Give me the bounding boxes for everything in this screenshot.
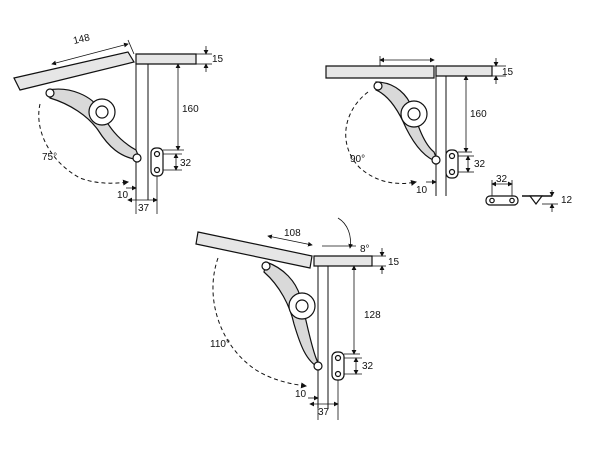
- plate-side-tab: [528, 195, 544, 205]
- view-110-degrees: 108 8° 15 128 32 110° 10 37: [195, 217, 400, 420]
- tilt-angle-arc: [337, 217, 354, 249]
- side-panel-top: [313, 255, 373, 267]
- dim-label-thickness: 15: [502, 67, 514, 78]
- dim-label-offset-small: 10: [117, 190, 129, 201]
- hinge-boss-inner: [95, 105, 109, 119]
- dim-label-offset-large: 37: [138, 203, 150, 214]
- dim-label-offset-large: 37: [318, 407, 330, 418]
- dim-label-spacing: 32: [180, 158, 192, 169]
- swing-arc: [38, 103, 129, 186]
- lower-pivot: [431, 155, 441, 165]
- mounting-plate-detail: 32 12: [485, 174, 573, 212]
- swing-arc: [345, 91, 417, 186]
- side-panel-top: [435, 65, 493, 77]
- dim-label-plate-height: 12: [561, 195, 573, 206]
- dim-label-spacing: 32: [474, 159, 486, 170]
- lid-pivot: [373, 81, 383, 91]
- dim-label-tilt-angle: 8°: [360, 244, 370, 255]
- bracket-hole-top: [334, 354, 342, 362]
- view-75-degrees: 148 15 160 32 75° 10 37: [13, 32, 224, 214]
- dim-label-hole-spacing: 32: [496, 174, 508, 185]
- bracket-hole-top: [153, 150, 161, 158]
- bracket-hole-bottom: [334, 370, 342, 378]
- lid-pivot: [261, 261, 271, 271]
- dim-label-offset-small: 10: [295, 389, 307, 400]
- mounting-bracket: [445, 149, 459, 179]
- plate-hole-right: [509, 197, 515, 204]
- lid-pivot: [45, 88, 55, 98]
- bracket-hole-top: [448, 152, 456, 160]
- dim-label-panel-length: 108: [284, 228, 301, 239]
- angle-label: 90°: [350, 154, 365, 165]
- hinge-boss-inner: [407, 107, 421, 121]
- dim-label-spacing: 32: [362, 361, 374, 372]
- plate-hole-left: [489, 197, 495, 204]
- lid-panel: [195, 231, 313, 269]
- angle-label: 75°: [42, 152, 57, 163]
- hinge-boss-inner: [295, 299, 309, 313]
- dim-line-panel-length: [267, 234, 313, 247]
- view-90-degrees: 15 160 32 90° 10: [325, 56, 514, 196]
- dim-line-panel-length: [51, 42, 129, 66]
- lid-panel: [13, 51, 135, 91]
- bracket-hole-bottom: [448, 168, 456, 176]
- dim-label-offset-small: 10: [416, 185, 428, 196]
- hinge-arm: [47, 88, 141, 161]
- dim-label-height: 128: [364, 310, 381, 321]
- side-panel-top: [135, 53, 197, 65]
- bracket-hole-bottom: [153, 166, 161, 174]
- plate-top-view: [485, 195, 519, 206]
- swing-arc: [212, 257, 307, 389]
- dim-label-thickness: 15: [388, 257, 400, 268]
- dim-label-height: 160: [182, 104, 199, 115]
- ext-line: [127, 39, 135, 55]
- dim-label-panel-length: 148: [72, 32, 91, 47]
- dim-label-thickness: 15: [212, 54, 224, 65]
- lid-panel: [325, 65, 435, 79]
- angle-label: 110°: [210, 339, 230, 350]
- lower-pivot: [132, 153, 142, 163]
- lower-pivot: [313, 361, 323, 371]
- dim-label-height: 160: [470, 109, 487, 120]
